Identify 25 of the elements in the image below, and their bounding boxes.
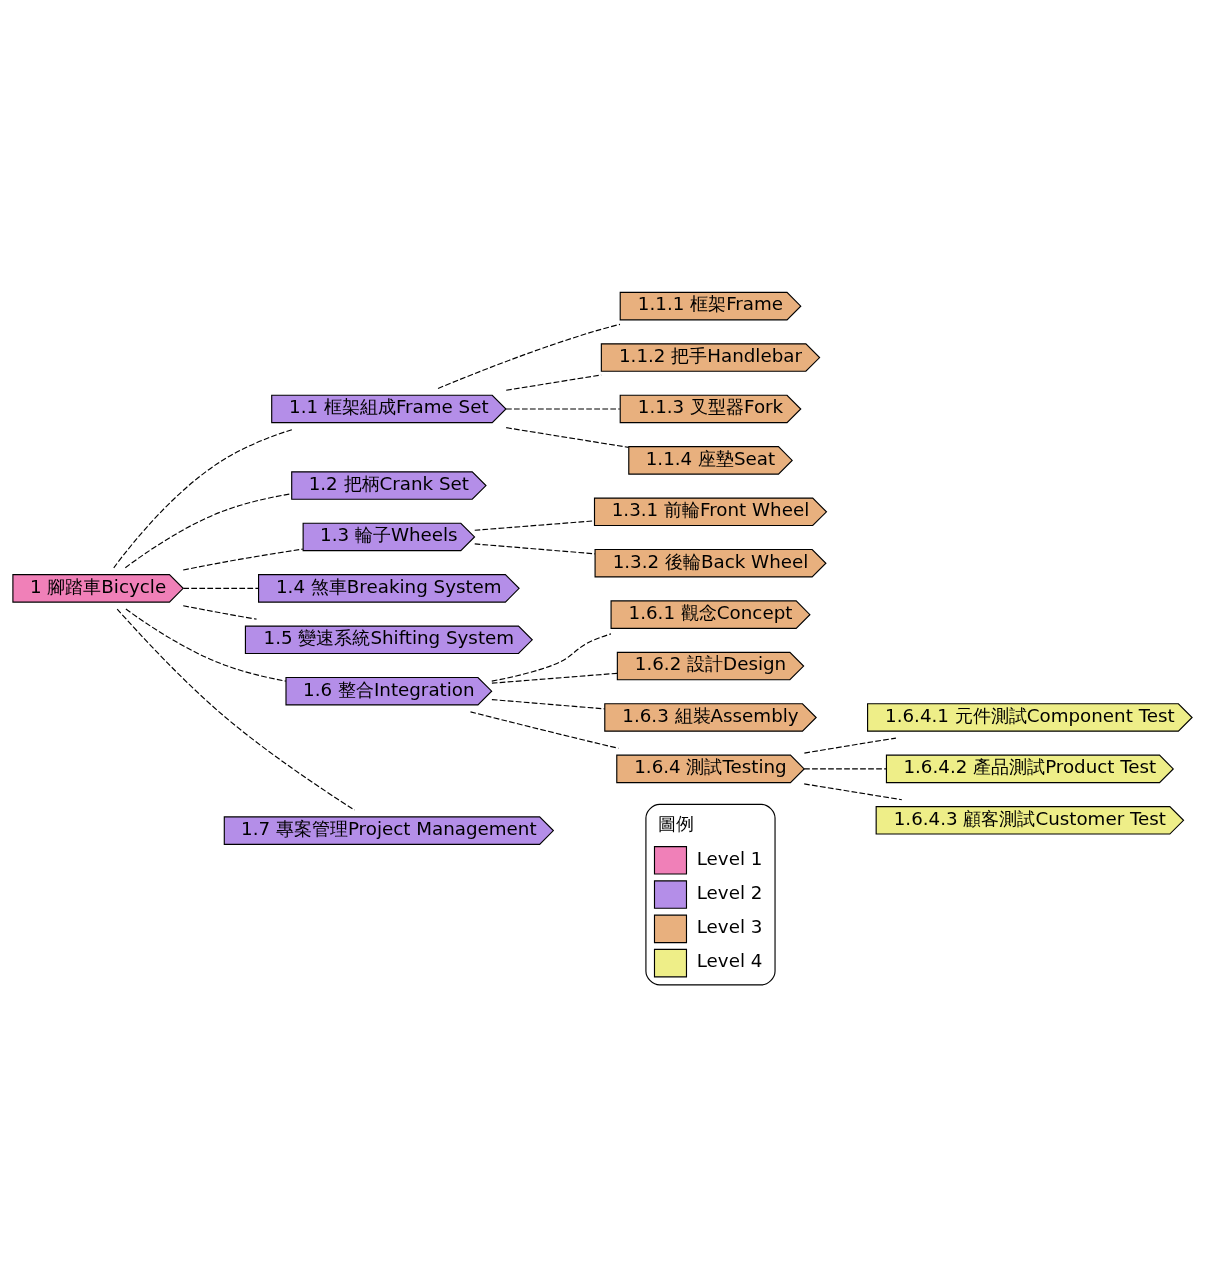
connector [491, 699, 606, 710]
connector [505, 408, 621, 410]
label: 圖例 [657, 813, 694, 835]
connector [505, 427, 630, 448]
connector [803, 768, 887, 770]
legend-label: Level 4 [696, 950, 763, 972]
connector [182, 605, 258, 620]
connector [125, 608, 287, 682]
connector [474, 520, 595, 531]
legend-label: Level 3 [696, 916, 763, 938]
connector [116, 608, 355, 811]
connector [182, 587, 259, 589]
legend-label: Level 1 [696, 847, 763, 869]
connector [803, 737, 897, 754]
connector [469, 711, 619, 749]
connector [124, 493, 292, 569]
connector [491, 633, 612, 682]
connector [437, 323, 621, 389]
connector [182, 548, 304, 571]
legend-label: Level 2 [696, 881, 763, 903]
connector [491, 672, 618, 684]
connector [803, 783, 903, 801]
connector [113, 429, 293, 569]
connector [474, 543, 596, 555]
connector [505, 374, 602, 391]
